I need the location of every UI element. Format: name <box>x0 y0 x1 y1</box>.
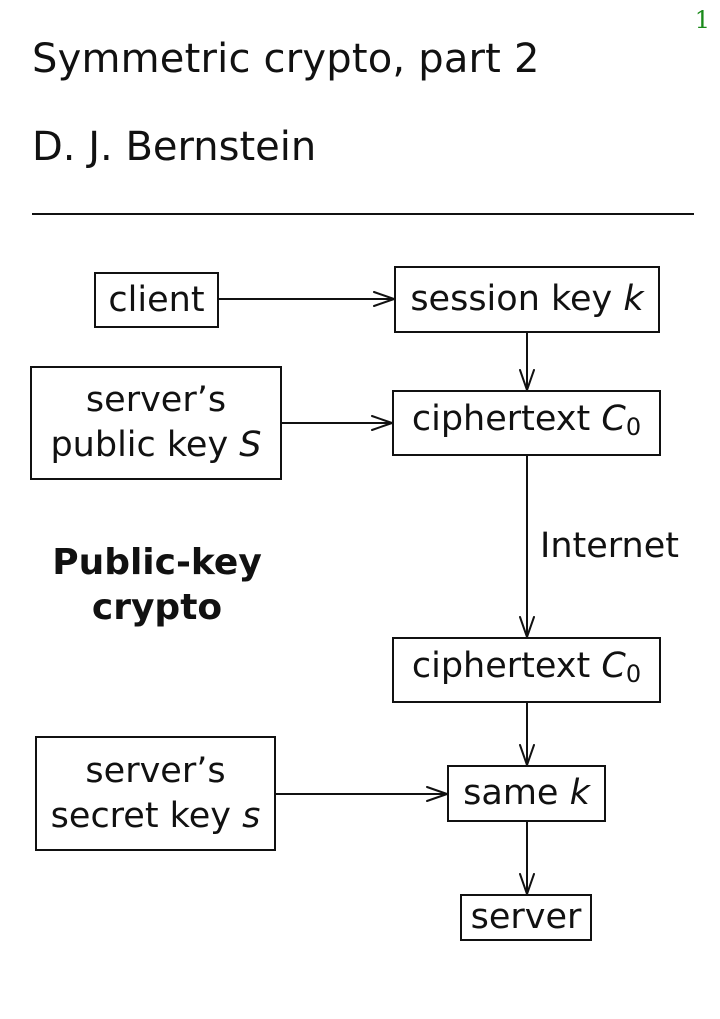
server-public-key-box: server’s public key S <box>30 366 282 480</box>
server-secret-line2: secret key s <box>50 795 261 836</box>
arrow-same-k-to-server <box>519 821 535 895</box>
public-key-crypto-heading: Public-key crypto <box>52 542 262 628</box>
slide-title: Symmetric crypto, part 2 <box>32 36 540 82</box>
arrow-session-key-to-ciphertext <box>519 332 535 391</box>
page-number: 1 <box>694 6 710 34</box>
session-key-label: session key k <box>410 279 644 319</box>
server-secret-key-box: server’s secret key s <box>35 736 276 851</box>
arrow-public-key-to-ciphertext <box>281 415 393 431</box>
internet-label: Internet <box>540 526 679 566</box>
same-k-label: same k <box>463 773 590 813</box>
same-k-box: same k <box>447 765 606 822</box>
ciphertext-label-bottom: ciphertext C0 <box>411 645 642 688</box>
server-public-line1: server’s <box>85 380 227 420</box>
server-public-line2: public key S <box>50 425 262 465</box>
client-box: client <box>94 272 219 328</box>
arrow-ciphertext-to-same-k <box>519 702 535 766</box>
server-secret-line1: server’s <box>85 750 226 791</box>
session-key-box: session key k <box>394 266 660 333</box>
slide-author: D. J. Bernstein <box>32 124 317 170</box>
ciphertext-box-top: ciphertext C0 <box>392 390 661 456</box>
title-divider <box>32 213 694 215</box>
arrow-internet <box>519 455 535 638</box>
client-label: client <box>108 279 205 320</box>
server-label: server <box>470 897 582 937</box>
server-box: server <box>460 894 592 941</box>
arrow-secret-key-to-same-k <box>275 786 448 802</box>
ciphertext-label-top: ciphertext C0 <box>411 398 642 441</box>
arrow-client-to-session-key <box>218 291 395 307</box>
ciphertext-box-bottom: ciphertext C0 <box>392 637 661 703</box>
